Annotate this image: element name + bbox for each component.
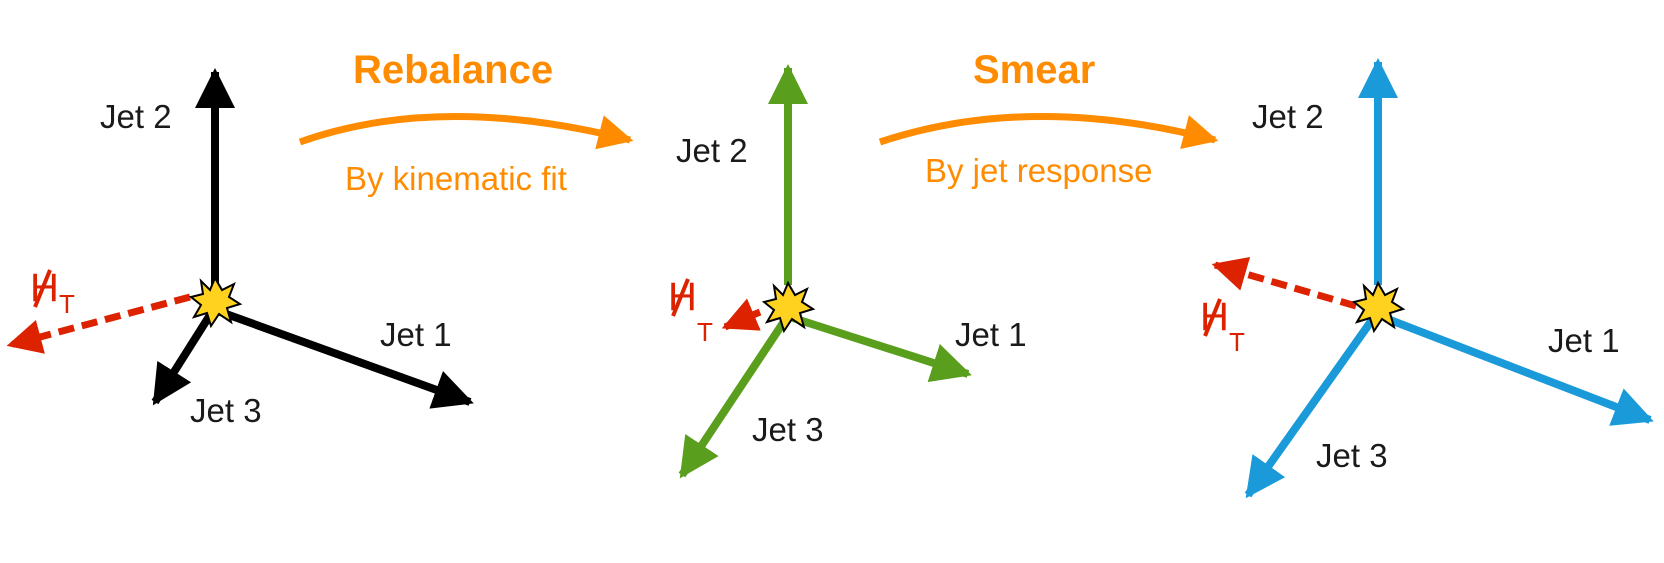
event-smeared: Jet 2 Jet 1 Jet 3 H T xyxy=(1200,58,1654,499)
mht-slash xyxy=(33,269,52,308)
step-title: Smear xyxy=(973,48,1095,92)
mht-arrow xyxy=(6,293,191,354)
vertex-burst-icon xyxy=(1351,280,1406,334)
mht-label: H T xyxy=(30,266,75,319)
mht-subscript: T xyxy=(1229,327,1245,357)
mht-arrow xyxy=(1211,256,1357,310)
step-smear: Smear By jet response xyxy=(878,48,1219,189)
event-original: Jet 2 Jet 1 Jet 3 H T xyxy=(6,68,474,429)
vertex-burst-icon xyxy=(188,275,243,329)
jet1-arrow xyxy=(1383,314,1654,426)
vertex-burst-icon xyxy=(761,280,816,334)
curved-arrow-icon xyxy=(298,113,634,150)
step-rebalance: Rebalance By kinematic fit xyxy=(298,48,634,197)
jet3-arrow xyxy=(151,312,214,406)
jet3-label: Jet 3 xyxy=(1316,437,1388,474)
jet3-arrow xyxy=(678,317,789,479)
step-subtitle: By kinematic fit xyxy=(345,160,567,197)
jet1-label: Jet 1 xyxy=(1548,322,1620,359)
jet2-label: Jet 2 xyxy=(1252,98,1324,135)
jet1-label: Jet 1 xyxy=(955,316,1027,353)
mht-label: H T xyxy=(1200,295,1245,357)
mht-slash xyxy=(1203,298,1222,337)
step-title: Rebalance xyxy=(353,48,553,92)
step-subtitle: By jet response xyxy=(925,152,1152,189)
jet1-arrow xyxy=(791,314,972,383)
curved-arrow-icon xyxy=(878,113,1219,150)
jet1-arrow xyxy=(213,306,474,409)
mht-subscript: T xyxy=(59,289,75,319)
jet3-label: Jet 3 xyxy=(752,411,824,448)
jet3-arrow xyxy=(1244,317,1376,499)
jet2-label: Jet 2 xyxy=(676,132,748,169)
mht-slash xyxy=(671,278,690,317)
jet3-label: Jet 3 xyxy=(190,392,262,429)
mht-subscript: T xyxy=(697,317,713,347)
event-rebalanced: Jet 2 Jet 1 Jet 3 H T xyxy=(668,64,1027,479)
jet1-label: Jet 1 xyxy=(380,316,452,353)
mht-label: H T xyxy=(668,275,713,347)
mht-arrow xyxy=(721,298,762,331)
jet2-label: Jet 2 xyxy=(100,98,172,135)
